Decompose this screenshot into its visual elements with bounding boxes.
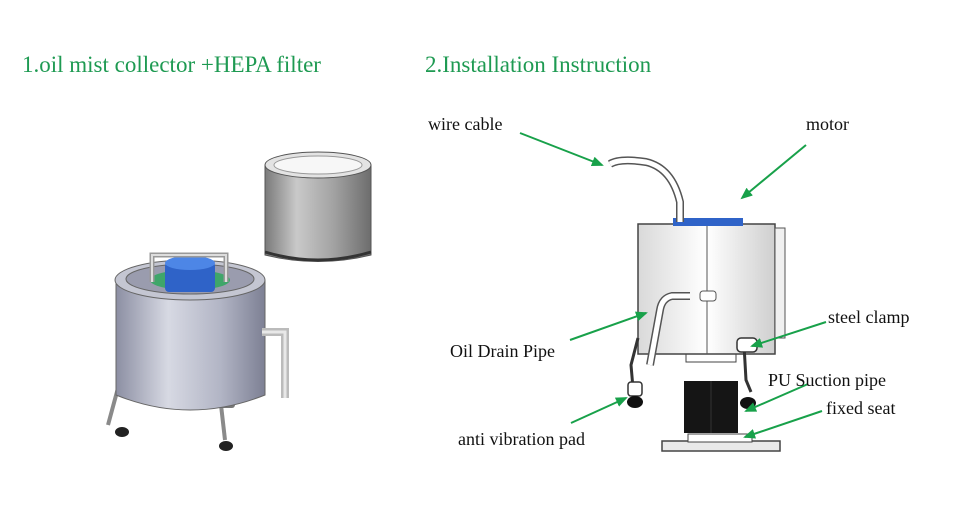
label-oil-drain-pipe: Oil Drain Pipe bbox=[450, 341, 555, 361]
pointer-arrow bbox=[519, 132, 827, 439]
label-wire-cable: wire cable bbox=[428, 114, 503, 134]
hepa-filter-drawing bbox=[264, 151, 372, 262]
label-fixed-seat: fixed seat bbox=[826, 398, 896, 418]
heading-right: 2.Installation Instruction bbox=[425, 52, 652, 77]
label-steel-clamp: steel clamp bbox=[828, 307, 910, 327]
label-pu-suction-pipe: PU Suction pipe bbox=[768, 370, 887, 390]
label-anti-vibration-pad: anti vibration pad bbox=[458, 429, 585, 449]
label-motor: motor bbox=[806, 114, 849, 134]
installation-drawing bbox=[607, 156, 786, 452]
heading-left: 1.oil mist collector +HEPA filter bbox=[22, 52, 321, 77]
collector-drawing bbox=[106, 252, 289, 451]
